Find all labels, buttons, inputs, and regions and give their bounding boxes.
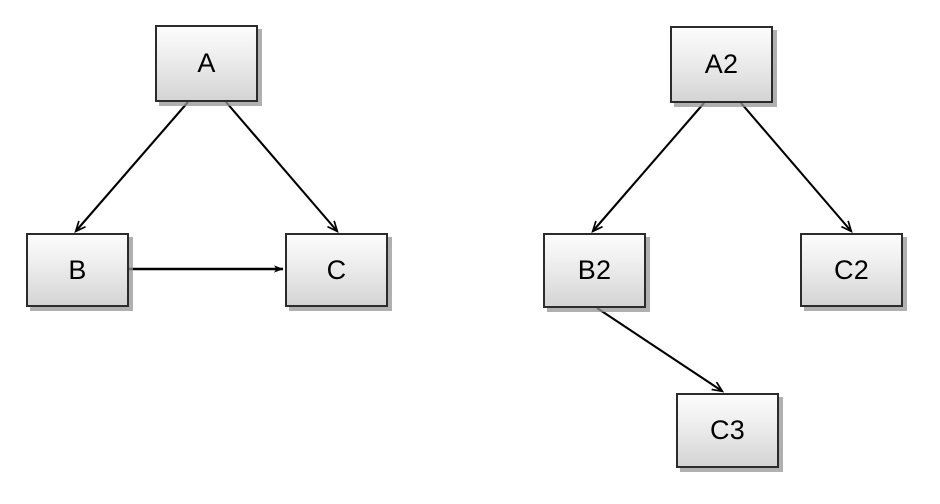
edge-a-c[interactable] bbox=[225, 101, 337, 231]
node-c2[interactable]: C2 bbox=[800, 233, 903, 307]
node-a2[interactable]: A2 bbox=[670, 26, 773, 103]
node-label-c2: C2 bbox=[834, 254, 869, 285]
node-label-a2: A2 bbox=[704, 49, 739, 79]
edge-a2-c2[interactable] bbox=[740, 102, 851, 231]
edge-a2-b2[interactable] bbox=[593, 102, 705, 231]
node-c[interactable]: C bbox=[285, 233, 388, 307]
node-label-c3: C3 bbox=[710, 415, 745, 445]
node-c3[interactable]: C3 bbox=[676, 393, 779, 468]
node-a[interactable]: A bbox=[155, 25, 258, 102]
node-b2[interactable]: B2 bbox=[543, 233, 646, 308]
node-b[interactable]: B bbox=[26, 233, 129, 307]
edges-group bbox=[76, 101, 851, 391]
edge-b2-c3[interactable] bbox=[596, 307, 722, 391]
edge-a-b[interactable] bbox=[76, 101, 189, 231]
node-label-b2: B2 bbox=[577, 255, 612, 285]
node-label-a: A bbox=[197, 48, 216, 78]
node-label-b: B bbox=[68, 254, 87, 285]
node-label-c: C bbox=[326, 254, 347, 285]
